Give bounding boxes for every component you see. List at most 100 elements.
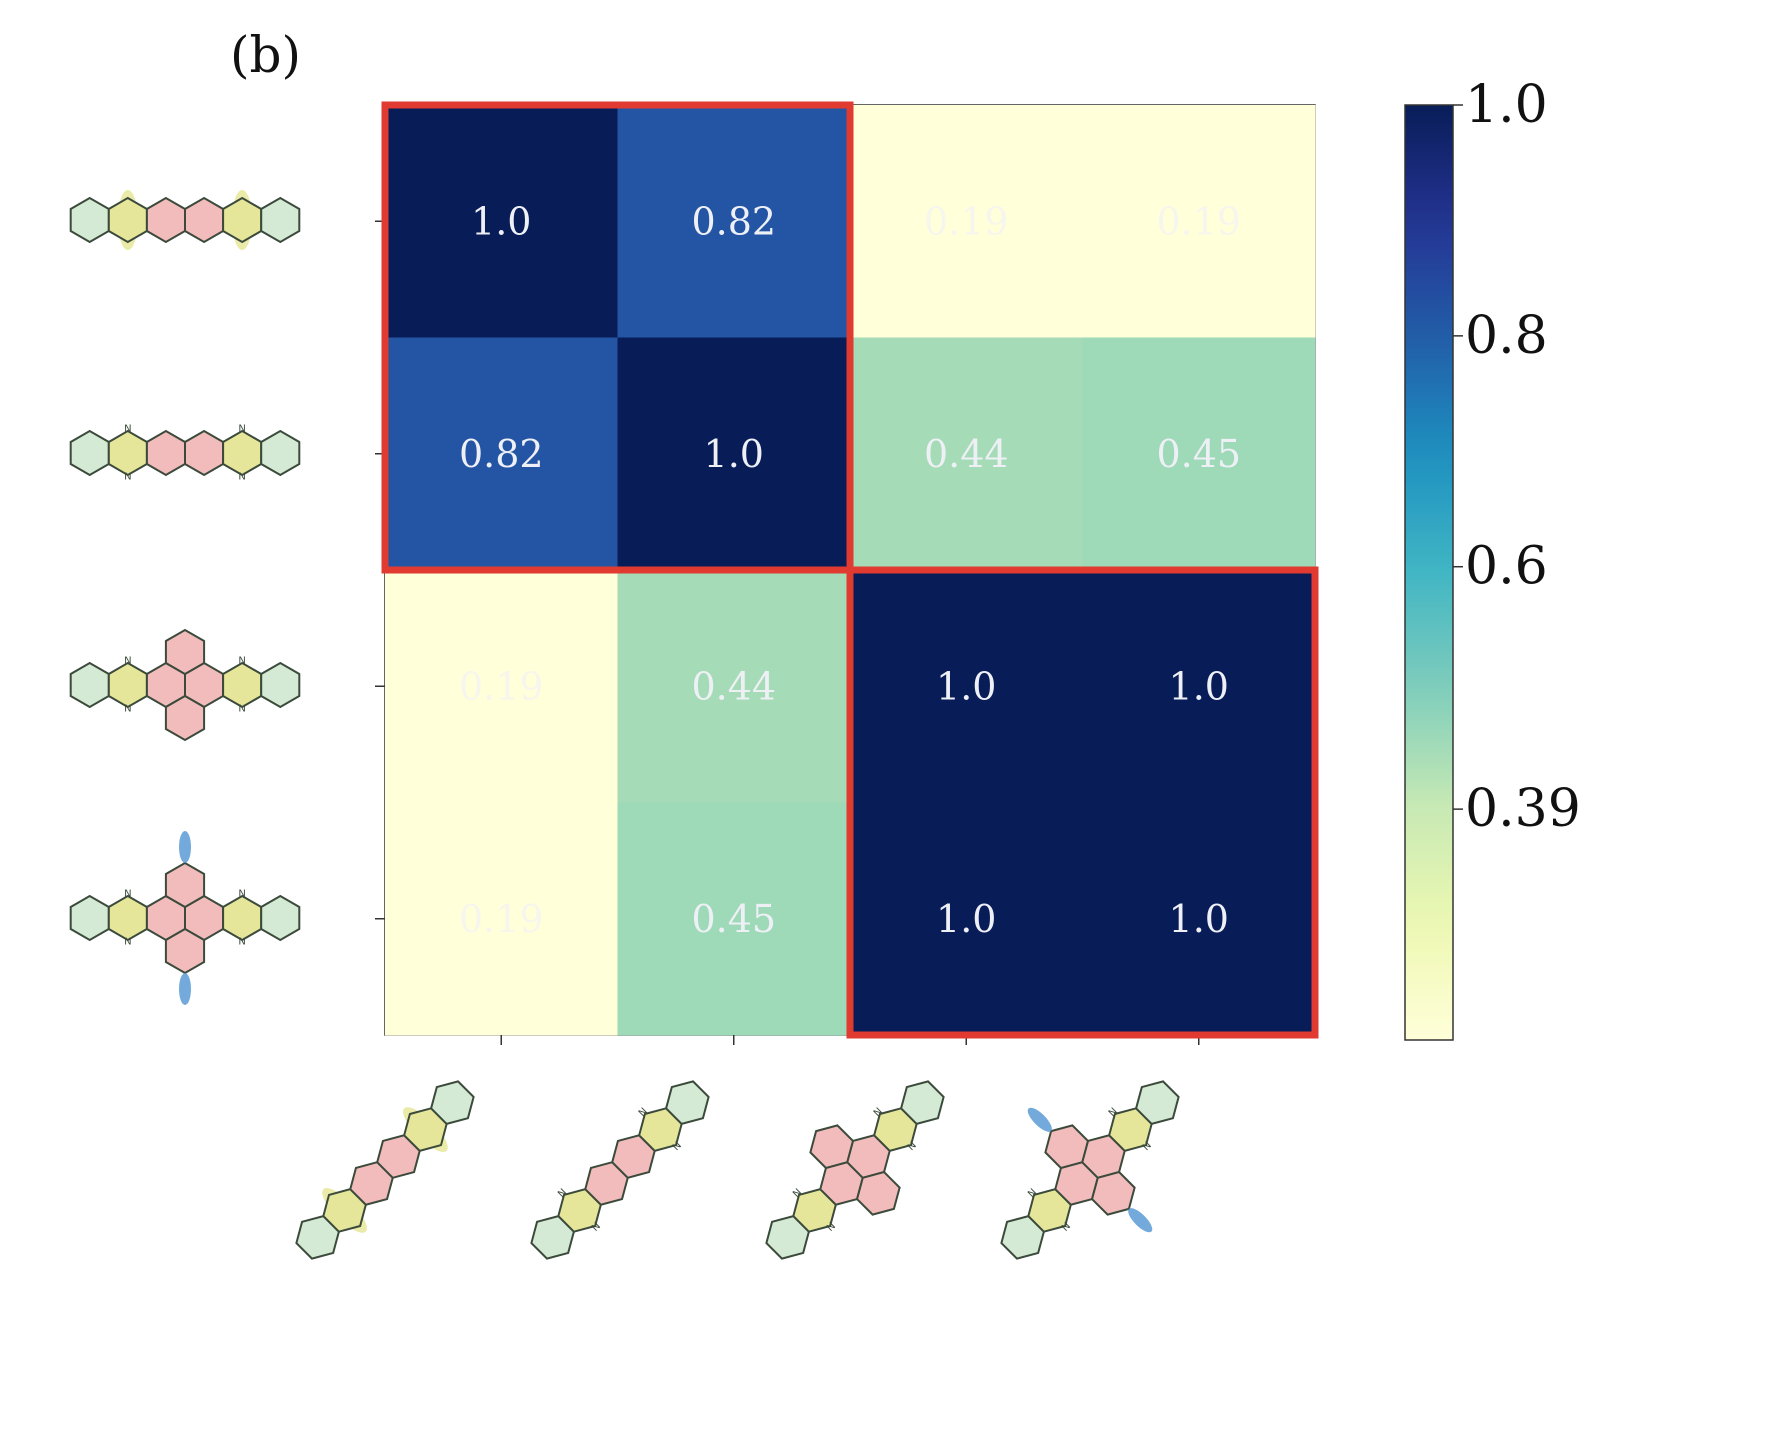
cell-value-label: 0.19 <box>1156 199 1241 243</box>
ring <box>69 661 110 709</box>
ring <box>222 661 263 709</box>
ring <box>107 429 148 477</box>
nitrogen-atom: N <box>124 656 131 667</box>
heatmap-cell <box>1082 802 1316 1036</box>
row-molecule-labels: N N N N N N N N N N N N <box>69 190 301 1005</box>
colorbar-gradient <box>1404 104 1454 1041</box>
ring <box>69 196 110 244</box>
nitrogen-atom: N <box>124 472 131 483</box>
cell-value-label: 0.45 <box>1156 432 1241 476</box>
ring <box>164 927 206 975</box>
ring <box>260 661 301 709</box>
cell-value-label: 0.45 <box>691 897 776 941</box>
ring <box>1044 1124 1090 1170</box>
colorbar: 1.0 0.8 0.6 0.39 <box>1404 75 1581 1041</box>
cell-value-label: 0.19 <box>459 664 544 708</box>
nitrogen-atom: N <box>238 472 245 483</box>
ring <box>260 196 301 244</box>
ring <box>429 1080 475 1126</box>
ring <box>69 894 110 942</box>
nitrogen-atom: N <box>124 424 131 435</box>
cell-value-label: 1.0 <box>936 897 996 941</box>
heatmap: 1.0 0.82 0.19 0.19 0.82 1.0 0.44 0.45 0.19 0.44 1.… <box>375 101 1319 1045</box>
nitrogen-atom: N <box>124 889 131 900</box>
panel-label: (b) <box>230 26 301 84</box>
row-molecule-1 <box>69 190 301 250</box>
nitrogen-atom: N <box>671 1140 684 1153</box>
ring <box>1090 1170 1136 1216</box>
ring <box>260 894 301 942</box>
heatmap-cell <box>617 570 851 803</box>
colorbar-tick-label: 0.8 <box>1465 306 1548 366</box>
ring <box>899 1080 945 1126</box>
ring <box>664 1080 710 1126</box>
heatmap-cell <box>385 337 618 571</box>
nitrogen-atom: N <box>124 937 131 948</box>
ring <box>107 196 148 244</box>
row-molecule-4: N N N N <box>69 831 301 1005</box>
ring <box>260 429 301 477</box>
nitrogen-atom: N <box>906 1140 919 1153</box>
heatmap-cell <box>1082 337 1316 571</box>
ring <box>184 196 225 244</box>
ring <box>1134 1080 1180 1126</box>
bond-highlight <box>1027 1107 1052 1132</box>
heatmap-cell <box>1082 105 1316 338</box>
heatmap-cell <box>1082 570 1316 803</box>
heatmap-cell <box>850 802 1083 1036</box>
nitrogen-atom: N <box>124 704 131 715</box>
heatmap-cell <box>850 570 1083 803</box>
row-molecule-3: N N N N <box>69 628 301 742</box>
nitrogen-atom: N <box>238 937 245 948</box>
ring <box>145 429 186 477</box>
colorbar-tick-label: 0.39 <box>1465 779 1581 839</box>
cell-value-label: 0.19 <box>924 199 1009 243</box>
nitrogen-atom: N <box>825 1221 838 1234</box>
highlight-block <box>381 101 854 574</box>
heatmap-cell <box>385 802 618 1036</box>
bond-highlight <box>179 973 191 1005</box>
cell-value-label: 1.0 <box>704 432 764 476</box>
ring <box>107 661 148 709</box>
bond-highlight <box>1128 1208 1153 1233</box>
ring <box>107 894 148 942</box>
nitrogen-atom: N <box>1060 1221 1073 1234</box>
colorbar-tick-label: 1.0 <box>1465 75 1548 135</box>
ring <box>164 861 206 909</box>
nitrogen-atom: N <box>238 704 245 715</box>
nitrogen-atom: N <box>1141 1140 1154 1153</box>
colorbar-tick-label: 0.6 <box>1465 537 1548 597</box>
cell-value-label: 0.19 <box>459 897 544 941</box>
cell-value-label: 1.0 <box>936 664 996 708</box>
nitrogen-atom: N <box>238 889 245 900</box>
cell-value-label: 0.44 <box>691 664 776 708</box>
heatmap-cell <box>385 105 618 338</box>
heatmap-cell <box>850 337 1083 571</box>
heatmap-cell <box>617 337 851 571</box>
heatmap-cell <box>385 570 618 803</box>
ring <box>145 196 186 244</box>
highlight-block <box>846 566 1319 1039</box>
ring <box>222 429 263 477</box>
column-molecule-1 <box>295 1080 475 1260</box>
nitrogen-atom: N <box>238 656 245 667</box>
cell-value-label: 1.0 <box>1169 664 1229 708</box>
ring <box>164 628 206 676</box>
cell-value-label: 0.44 <box>924 432 1009 476</box>
ring <box>164 694 206 742</box>
ring <box>809 1124 855 1170</box>
ring <box>184 429 225 477</box>
cell-value-label: 1.0 <box>471 199 531 243</box>
ring <box>222 894 263 942</box>
nitrogen-atom: N <box>238 424 245 435</box>
heatmap-cell <box>850 105 1083 338</box>
cell-value-label: 0.82 <box>459 432 544 476</box>
cell-value-label: 0.82 <box>691 199 776 243</box>
ring <box>855 1170 901 1216</box>
bond-highlight <box>179 831 191 863</box>
nitrogen-atom: N <box>590 1221 603 1234</box>
